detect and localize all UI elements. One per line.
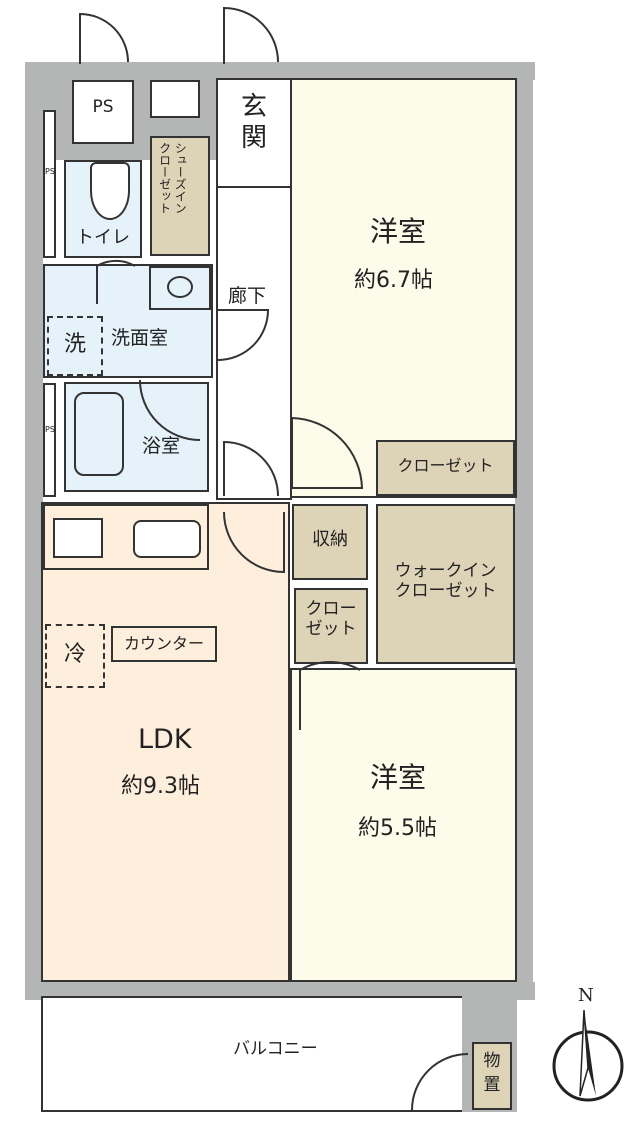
- ps-top-label: PS: [92, 97, 114, 117]
- washer-label: 洗: [63, 332, 86, 357]
- ps-strip-1-label: PS: [45, 167, 55, 176]
- entrance-label: 玄関: [240, 92, 267, 154]
- hallway-label: 廊下: [228, 285, 267, 307]
- outdoor-storage-label: 物 置: [483, 1051, 501, 1095]
- compass-north-label: N: [578, 985, 594, 1006]
- door-western2-icon: [299, 660, 361, 730]
- walk-in-closet: ウォークイン クローゼット: [376, 504, 515, 664]
- counter: カウンター: [111, 626, 217, 662]
- ldk-label: LDK: [138, 724, 192, 755]
- walk-in-closet-label: ウォークイン クローゼット: [394, 561, 497, 601]
- door-western1-icon: [291, 416, 364, 489]
- washroom: 洗 洗面室: [43, 264, 213, 378]
- door-storage-icon: [411, 1053, 469, 1111]
- balcony-label: バルコニー: [233, 1039, 318, 1059]
- fridge-space: 冷: [45, 624, 105, 688]
- ps-strip-2-label: PS: [45, 425, 55, 434]
- door-ps-icon: [79, 12, 129, 64]
- sink-icon: [167, 276, 193, 298]
- door-ldk-icon: [223, 440, 279, 497]
- closet-1: クローゼット: [376, 440, 515, 496]
- western-room-2-size: 約5.5帖: [358, 816, 437, 841]
- closet-1-label: クローゼット: [397, 456, 494, 475]
- hallway: 廊下: [216, 186, 292, 500]
- fridge-label: 冷: [63, 642, 86, 667]
- door-entrance-icon: [223, 6, 279, 64]
- western-room-1-label: 洋室: [370, 215, 427, 248]
- toilet-label: トイレ: [76, 227, 130, 248]
- counter-label: カウンター: [123, 634, 204, 653]
- bathtub-icon: [74, 392, 124, 476]
- shaft-box: [150, 80, 200, 118]
- western-room-2: 洋室 約5.5帖: [290, 668, 517, 982]
- shoe-closet: シューズイン クローゼット: [150, 136, 210, 256]
- washroom-label: 洗面室: [111, 327, 169, 349]
- ldk-size: 約9.3帖: [121, 774, 200, 799]
- bathroom: 浴室: [64, 382, 209, 492]
- kitchen-counter: [43, 504, 209, 570]
- wall-bottom: [25, 982, 535, 1000]
- door-hall-ldk-icon: [223, 511, 285, 574]
- sink-counter: [149, 266, 211, 310]
- shoe-closet-label: シューズイン クローゼット: [157, 142, 188, 214]
- balcony: バルコニー: [41, 996, 464, 1112]
- stove-icon: [53, 518, 103, 558]
- ldk: 冷 カウンター LDK 約9.3帖: [41, 502, 290, 982]
- toilet-fixture-icon: [90, 162, 130, 220]
- wall-top: [25, 62, 535, 80]
- ps-strip-1: PS: [43, 110, 56, 258]
- toilet: トイレ: [64, 160, 142, 258]
- closet-2-label: クロー ゼット: [305, 599, 357, 639]
- door-washroom-icon: [217, 309, 270, 361]
- wall-right: [515, 62, 533, 1000]
- storage-label: 収納: [312, 529, 348, 550]
- door-bath-icon: [139, 379, 201, 441]
- western-room-1-size: 約6.7帖: [354, 268, 433, 293]
- western-room-2-label: 洋室: [370, 761, 427, 794]
- ps-top: PS: [72, 80, 134, 144]
- closet-2: クロー ゼット: [294, 588, 368, 664]
- storage: 収納: [292, 504, 368, 580]
- compass-needle-icon: [552, 1009, 624, 1102]
- ps-strip-2: PS: [43, 383, 56, 497]
- bath-label: 浴室: [142, 435, 181, 457]
- outdoor-storage: 物 置: [472, 1042, 512, 1110]
- kitchen-sink-icon: [133, 520, 201, 558]
- door-toilet-icon: [96, 259, 136, 304]
- wall-left: [25, 62, 43, 1000]
- washer-space: 洗: [47, 316, 103, 376]
- compass: N: [548, 985, 632, 1110]
